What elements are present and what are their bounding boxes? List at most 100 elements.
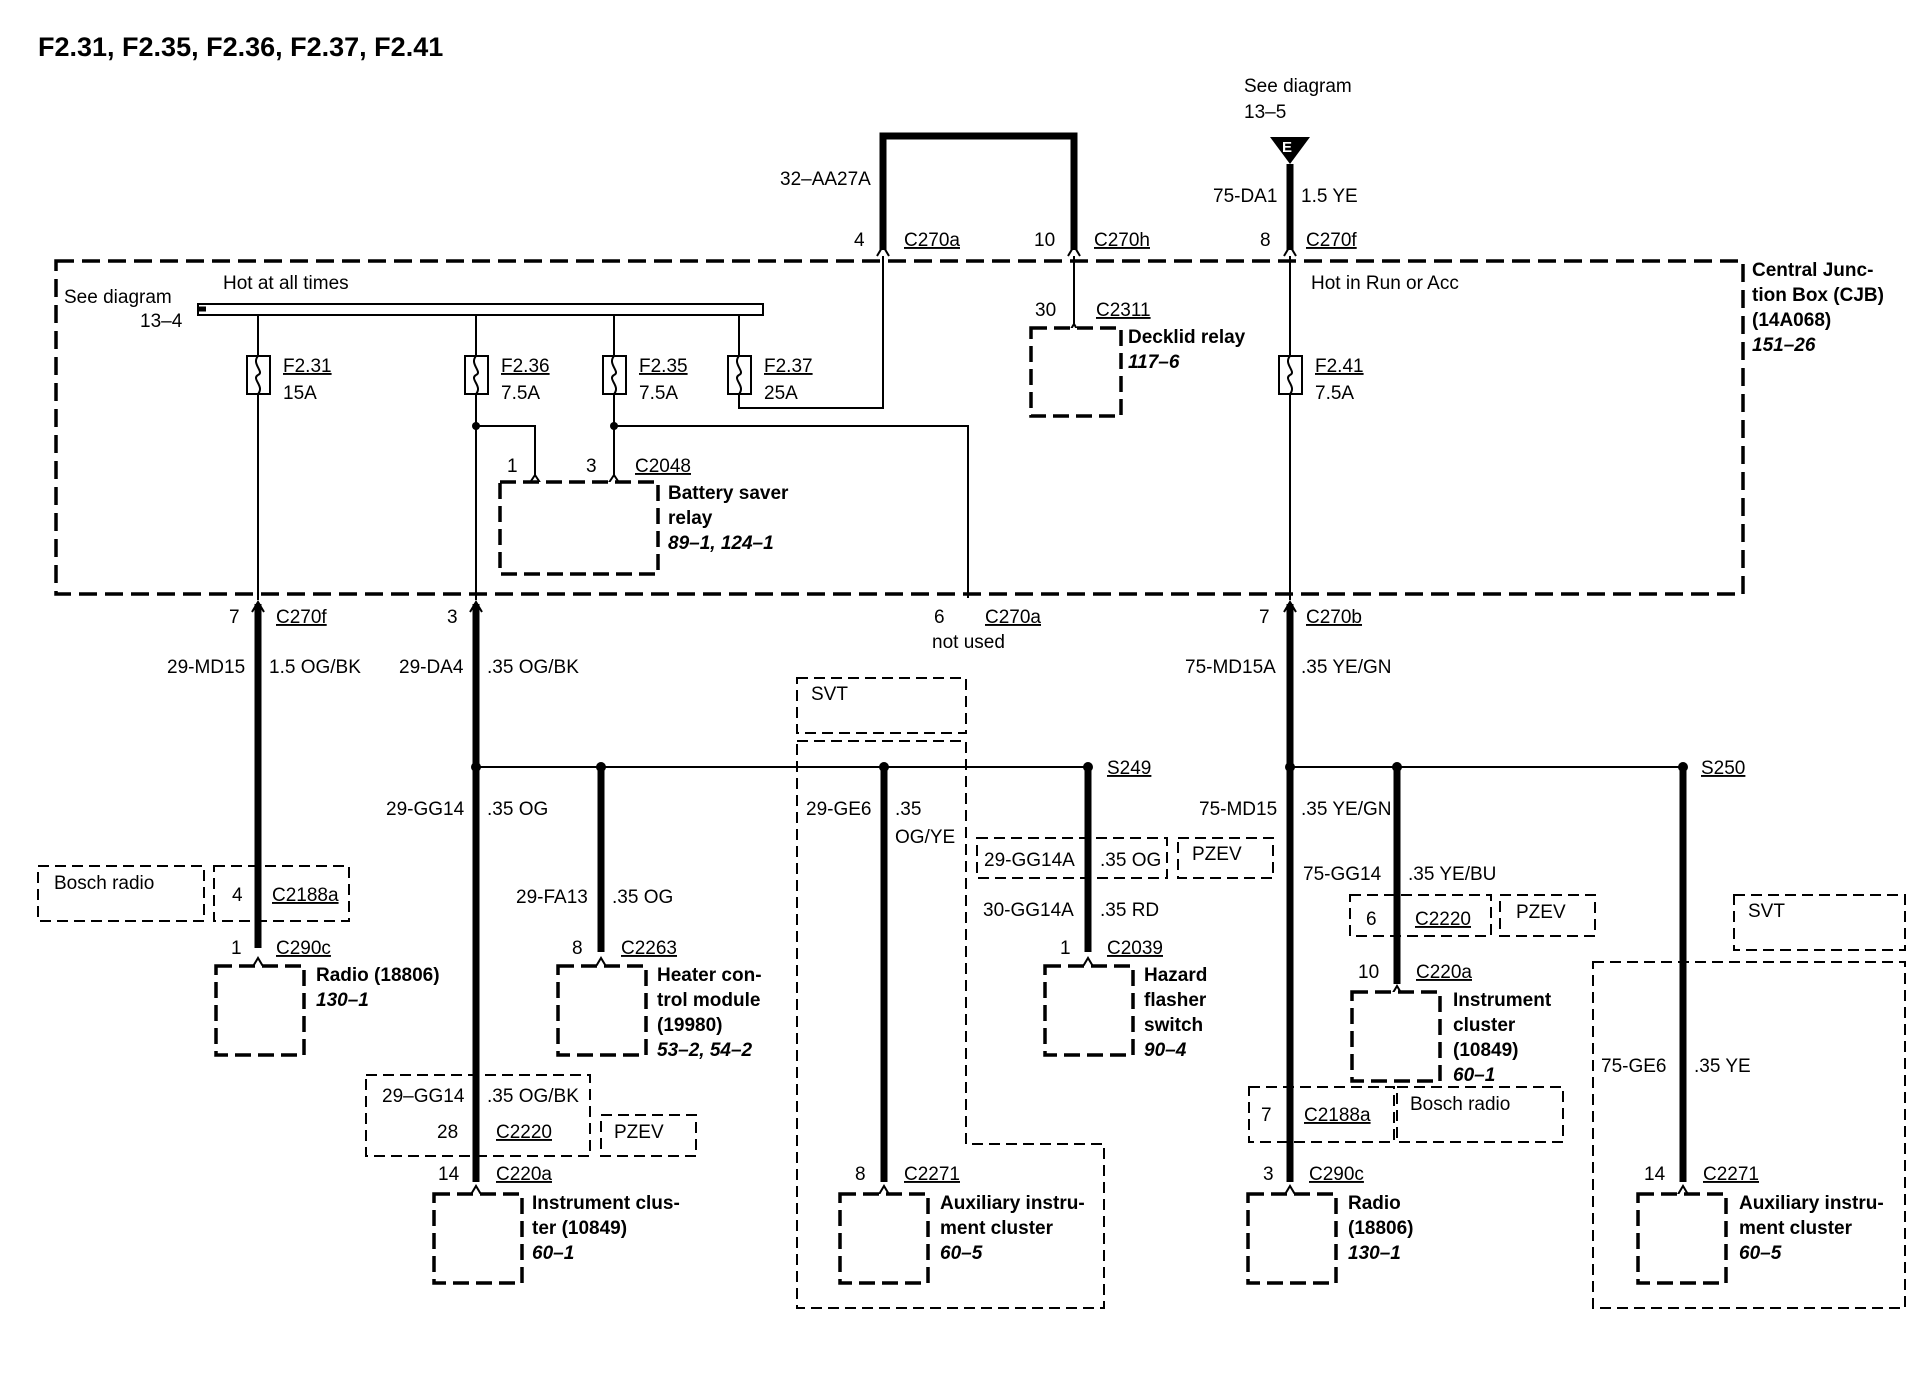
connector-c2220-2: C2220 xyxy=(1415,909,1471,930)
fuse-f2-36-label: F2.36 xyxy=(501,356,550,377)
connector-c270a-top: C270a xyxy=(904,230,960,251)
wire-label-29-ge6: 29-GE6 xyxy=(806,799,871,820)
connector-box-c2188a-2 xyxy=(1248,1086,1395,1143)
hazard-ref: 90–4 xyxy=(1144,1040,1187,1061)
wire-size-29-da4: .35 OG/BK xyxy=(487,657,579,678)
ic-1-name-1: Instrument clus- xyxy=(532,1193,680,1214)
fuse-f2-31-icon xyxy=(246,355,271,395)
connector-c2188a-1: C2188a xyxy=(272,885,339,906)
option-svt-1: SVT xyxy=(811,684,848,705)
option-box-svt-2 xyxy=(1733,894,1906,951)
fuse-f2-36-icon xyxy=(464,355,489,395)
ic-1-ref: 60–1 xyxy=(532,1243,574,1264)
see-diagram-13-4-ref: 13–4 xyxy=(140,311,183,332)
wire-size-29-md15: 1.5 OG/BK xyxy=(269,657,361,678)
connector-c2048: C2048 xyxy=(635,456,691,477)
fuse-f2-31-label: F2.31 xyxy=(283,356,332,377)
diagram-title: F2.31, F2.35, F2.36, F2.37, F2.41 xyxy=(38,32,443,62)
wire-label-29-gg14-box: 29–GG14 xyxy=(382,1086,465,1107)
not-used-label: not used xyxy=(932,632,1005,653)
bsr-name-2: relay xyxy=(668,508,713,529)
wire-size-75-da1: 1.5 YE xyxy=(1301,186,1358,207)
off-page-arrow-e: E xyxy=(1270,137,1310,164)
ic-2-name-3: (10849) xyxy=(1453,1040,1519,1061)
hazard-name-2: flasher xyxy=(1144,990,1207,1011)
pin-7-c270b: 7 xyxy=(1259,607,1270,628)
see-diagram-13-5-label: See diagram xyxy=(1244,76,1352,97)
pin-bsr-1: 1 xyxy=(507,456,518,477)
auxiliary-instrument-cluster-1 xyxy=(838,1192,930,1285)
connector-c270h: C270h xyxy=(1094,230,1150,251)
option-box-bosch-1 xyxy=(37,865,205,922)
wire-label-29-fa13: 29-FA13 xyxy=(516,887,588,908)
connector-c2220-2-pin: 6 xyxy=(1366,909,1377,930)
hot-in-run-label: Hot in Run or Acc xyxy=(1311,273,1459,294)
ic-1-connector: C220a xyxy=(496,1164,552,1185)
fuse-f2-35-label: F2.35 xyxy=(639,356,688,377)
aux-1-name-2: ment cluster xyxy=(940,1218,1054,1239)
option-box-29-gg14a xyxy=(976,837,1168,879)
radio-2 xyxy=(1246,1192,1338,1285)
fuse-f2-37-icon xyxy=(727,355,752,395)
connector-c270f-bottom: C270f xyxy=(276,607,327,628)
wire-label-30-gg14a: 30-GG14A xyxy=(983,900,1074,921)
pin-3-c270: 3 xyxy=(447,607,458,628)
svg-text:tion Box (CJB): tion Box (CJB) xyxy=(1752,285,1884,306)
ic-1-name-2: ter (10849) xyxy=(532,1218,627,1239)
ic-1-pin: 14 xyxy=(438,1164,460,1185)
wire-f2-37-out xyxy=(738,256,884,409)
connector-arrow-c270f-bottom xyxy=(251,600,265,613)
radio-2-pin: 3 xyxy=(1263,1164,1274,1185)
ic-2-connector: C220a xyxy=(1416,962,1472,983)
wire-size-75-md15: .35 YE/GN xyxy=(1301,799,1391,820)
wire-label-29-gg14a: 29-GG14A xyxy=(984,850,1075,871)
wire-label-29-md15: 29-MD15 xyxy=(167,657,245,678)
ic-2-name-1: Instrument xyxy=(1453,990,1552,1011)
wire-size-29-gg14: .35 OG xyxy=(487,799,548,820)
bsr-name-1: Battery saver xyxy=(668,483,789,504)
wire-label-75-md15a: 75-MD15A xyxy=(1185,657,1276,678)
option-svt-2: SVT xyxy=(1748,901,1785,922)
option-bosch-2: Bosch radio xyxy=(1410,1094,1510,1115)
svg-text:E: E xyxy=(1282,139,1292,156)
wire-label-32-aa27a: 32–AA27A xyxy=(780,169,871,190)
radio-2-ref: 130–1 xyxy=(1348,1243,1401,1264)
connector-arrow-c270f-top xyxy=(1283,244,1297,257)
wire-size-29-ge6-1: .35 xyxy=(895,799,921,820)
see-diagram-13-5-ref: 13–5 xyxy=(1244,102,1286,123)
radio-1-connector: C290c xyxy=(276,938,331,959)
wire-label-29-gg14: 29-GG14 xyxy=(386,799,465,820)
fuse-f2-37-label: F2.37 xyxy=(764,356,813,377)
connector-c270f-top: C270f xyxy=(1306,230,1357,251)
splice-dot-md15a xyxy=(1285,762,1295,772)
wire-size-30-gg14a: .35 RD xyxy=(1100,900,1159,921)
connector-c2188a-2: C2188a xyxy=(1304,1105,1371,1126)
fuse-f2-41-rating: 7.5A xyxy=(1315,383,1354,404)
auxiliary-instrument-cluster-2 xyxy=(1636,1192,1728,1285)
wire-size-29-gg14a: .35 OG xyxy=(1100,850,1161,871)
pin-6-c270a: 6 xyxy=(934,607,945,628)
hot-at-all-times-label: Hot at all times xyxy=(223,273,349,294)
pin-4: 4 xyxy=(854,230,865,251)
fuse-f2-41-icon xyxy=(1278,355,1303,395)
decklid-relay-ref: 117–6 xyxy=(1128,352,1180,373)
svt-region-left xyxy=(796,740,1105,1309)
connector-c270a-bottom: C270a xyxy=(985,607,1041,628)
radio-1-pin: 1 xyxy=(231,938,242,959)
option-box-svt-1 xyxy=(796,677,967,734)
connector-c2220-1-pin: 28 xyxy=(437,1122,458,1143)
option-pzev-3: PZEV xyxy=(1516,902,1566,923)
pin-30: 30 xyxy=(1035,300,1056,321)
svt-region-right xyxy=(1592,961,1906,1309)
heater-name-3: (19980) xyxy=(657,1015,723,1036)
aux-2-ref: 60–5 xyxy=(1739,1243,1782,1264)
connector-box-c2188a-1 xyxy=(213,865,350,922)
aux-2-pin: 14 xyxy=(1644,1164,1666,1185)
wire-size-75-md15a: .35 YE/GN xyxy=(1301,657,1391,678)
connector-arrow-c270a xyxy=(876,244,890,257)
central-junction-box-boundary xyxy=(54,259,1745,596)
heater-name-1: Heater con- xyxy=(657,965,762,986)
connector-arrow-pin-3 xyxy=(469,600,483,613)
fuse-f2-36-rating: 7.5A xyxy=(501,383,540,404)
pin-bsr-3: 3 xyxy=(586,456,597,477)
